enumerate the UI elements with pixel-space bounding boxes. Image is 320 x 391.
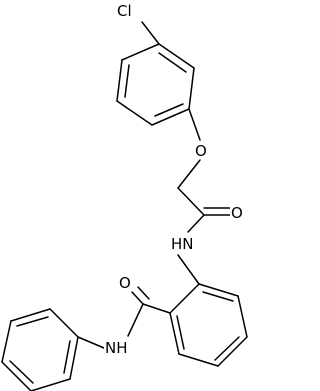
bond-ring2-c bbox=[217, 336, 248, 367]
atom-nh-amide2: NH bbox=[105, 339, 128, 357]
bond-ring2-c2 bbox=[142, 303, 171, 314]
structure-canvas: Cl O O HN O NH bbox=[1, 2, 248, 391]
bond-ring1-o bbox=[188, 108, 201, 141]
label-bg-o-ether bbox=[194, 141, 208, 159]
bond-ring1-c bbox=[151, 108, 190, 126]
bond-ring1-d bbox=[116, 100, 153, 126]
bond-ring3-d bbox=[1, 361, 32, 391]
bond-ring2-inner3 bbox=[176, 315, 185, 350]
label-bg-cl bbox=[116, 2, 138, 20]
bond-ring1-inner1 bbox=[158, 52, 187, 73]
bond-ring3-inner2 bbox=[9, 360, 34, 384]
bond-ring3-e bbox=[30, 378, 71, 391]
bond-ch2-c bbox=[177, 187, 205, 216]
bond-nh2-ph bbox=[77, 336, 105, 349]
bond-ring2-b bbox=[237, 295, 248, 338]
bonds bbox=[1, 21, 248, 391]
bond-ring3-inner3 bbox=[63, 340, 71, 374]
atom-cl: Cl bbox=[117, 2, 132, 20]
bond-ring3-inner1 bbox=[16, 316, 49, 327]
bond-ring2-inner1 bbox=[202, 291, 234, 302]
bond-ring2-a bbox=[198, 283, 239, 297]
label-bg-o-amide2 bbox=[118, 273, 132, 291]
bond-ring3-f bbox=[69, 336, 79, 380]
bond-ring3-b bbox=[10, 308, 51, 322]
label-bg-nh-amide1 bbox=[170, 234, 194, 252]
bond-nh1-ring2 bbox=[177, 254, 200, 285]
atom-nh-amide1: HN bbox=[171, 235, 194, 253]
label-bg-nh-amide2 bbox=[104, 338, 130, 356]
bond-c-nh1 bbox=[187, 214, 205, 233]
bond-ring1-b bbox=[188, 67, 195, 110]
bond-ring2-d bbox=[178, 353, 219, 367]
bond-ring3-c bbox=[1, 320, 12, 363]
bond-ring1-inner2 bbox=[154, 103, 184, 117]
atom-o-amide1: O bbox=[231, 204, 243, 222]
bond-ring2-e bbox=[169, 312, 180, 355]
bond-o-ch2 bbox=[177, 159, 201, 189]
bond-ring3-a bbox=[49, 308, 79, 338]
bond-cl bbox=[141, 21, 160, 45]
bond-ring2-f bbox=[169, 283, 200, 314]
bond-ring2-inner2 bbox=[214, 336, 240, 361]
atom-labels: Cl O O HN O NH bbox=[104, 2, 244, 357]
bond-ring1-a bbox=[158, 43, 195, 69]
bond-co2-a bbox=[131, 291, 144, 305]
bond-ring1-f bbox=[121, 43, 160, 61]
bond-co2-b bbox=[137, 286, 150, 300]
label-bg-o-amide1 bbox=[230, 203, 244, 221]
bond-ring1-e bbox=[116, 59, 123, 102]
bond-c2-nh2 bbox=[127, 303, 144, 337]
atom-o-ether: O bbox=[195, 142, 207, 160]
atom-o-amide2: O bbox=[119, 274, 131, 292]
bond-ring1-inner3 bbox=[124, 64, 130, 98]
